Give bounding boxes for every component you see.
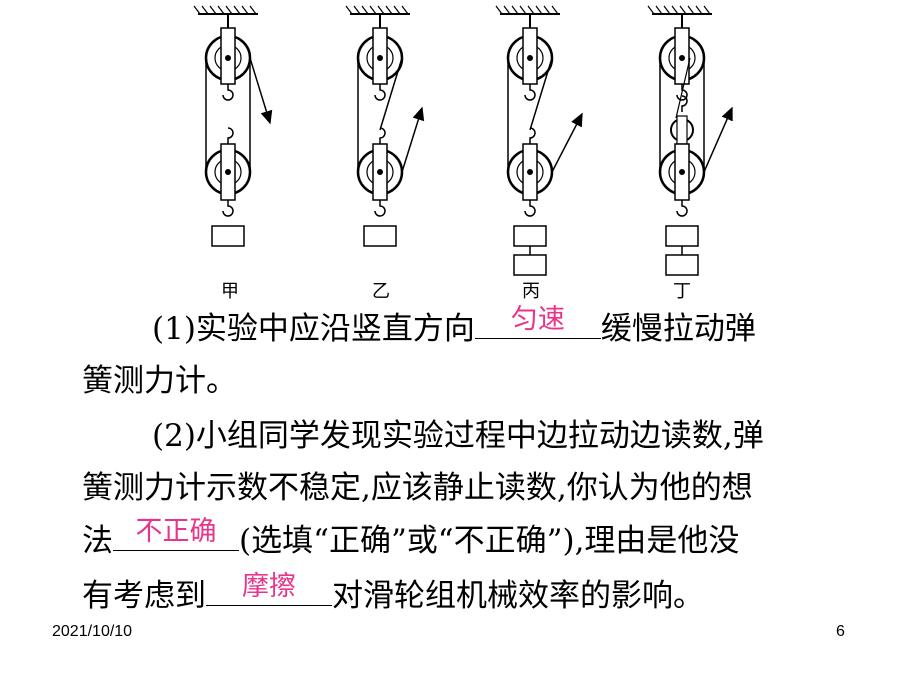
figure-label-bing: 丙 xyxy=(522,281,540,302)
figure-label-yi: 乙 xyxy=(372,281,390,302)
pulley-setup-ding xyxy=(647,5,733,276)
question-2-line-3-suffix: (选填“正确”或“不正确”),理由是他没 xyxy=(239,523,740,559)
question-2-line-4-suffix: 对滑轮组机械效率的影响。 xyxy=(332,578,704,614)
question-1-prefix: (1)实验中应沿竖直方向 xyxy=(152,311,475,347)
question-2-line-3-prefix: 法 xyxy=(82,523,113,559)
question-1-suffix: 缓慢拉动弹 xyxy=(600,311,756,347)
question-2-line-4-prefix: 有考虑到 xyxy=(82,578,206,614)
pulley-setup-jia xyxy=(193,5,273,247)
answer-blank-3: 摩擦 xyxy=(206,571,332,606)
pulley-setup-bing xyxy=(495,5,583,276)
answer-friction: 摩擦 xyxy=(242,571,296,602)
answer-uniform-speed: 匀速 xyxy=(510,304,565,335)
footer-date: 2021/10/10 xyxy=(52,623,133,640)
pulley-diagrams xyxy=(193,5,733,276)
answer-blank-2: 不正确 xyxy=(113,516,239,551)
answer-blank-1: 匀速 xyxy=(474,304,601,339)
answer-incorrect: 不正确 xyxy=(135,516,217,547)
question-2-line-4: 有考虑到 摩擦 对滑轮组机械效率的影响。 xyxy=(82,570,842,622)
question-1-line-1: (1)实验中应沿竖直方向 匀速 缓慢拉动弹 xyxy=(152,303,900,355)
pulley-setup-yi xyxy=(345,5,425,247)
figure-label-ding: 丁 xyxy=(673,281,691,302)
figure-label-jia: 甲 xyxy=(221,281,239,302)
question-1-line-2: 簧测力计。 xyxy=(82,363,237,399)
question-2-line-3: 法不正确 (选填“正确”或“不正确”),理由是他没 xyxy=(82,515,842,567)
page-number: 6 xyxy=(836,623,845,640)
question-2-line-1: (2)小组同学发现实验过程中边拉动边读数,弹 xyxy=(152,418,764,454)
question-2-line-2: 簧测力计示数不稳定,应该静止读数,你认为他的想 xyxy=(82,470,753,506)
